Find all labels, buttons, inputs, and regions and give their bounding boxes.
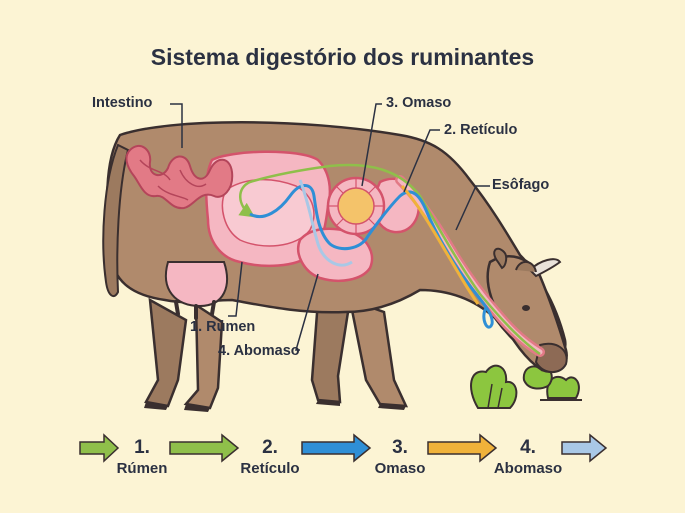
label-intestine: Intestino xyxy=(92,95,153,111)
plant-left xyxy=(470,364,518,409)
cow-tail xyxy=(102,143,130,298)
diagram-title: Sistema digestório dos ruminantes xyxy=(150,44,535,70)
step-arrow-1 xyxy=(79,433,120,463)
step-3-name: Omaso xyxy=(374,460,426,477)
cow-legs xyxy=(144,297,409,412)
plant-right xyxy=(522,365,582,401)
label-reticulum: 2. Retículo xyxy=(444,122,518,138)
step-3-number: 3. xyxy=(392,437,408,458)
step-2-name: Retículo xyxy=(240,460,300,477)
flow-path-orange xyxy=(400,185,480,305)
step-arrow-2 xyxy=(169,433,240,463)
step-arrows xyxy=(79,433,608,463)
label-esophagus: Esôfago xyxy=(492,177,550,193)
abomasum-organ xyxy=(297,227,374,282)
step-1-name: Rúmen xyxy=(116,460,168,477)
step-4-number: 4. xyxy=(520,437,536,458)
label-omasum: 3. Omaso xyxy=(386,95,452,111)
step-2-number: 2. xyxy=(262,437,278,458)
step-4-name: Abomaso xyxy=(493,460,563,477)
omasum-organ xyxy=(326,176,386,236)
step-1-number: 1. xyxy=(134,437,150,458)
flow-path-green xyxy=(238,163,541,356)
step-arrow-4 xyxy=(427,433,498,463)
label-rumen: 1. Rúmen xyxy=(190,319,256,335)
step-arrow-final xyxy=(561,433,608,463)
leader-lines xyxy=(170,103,490,351)
flow-path-lightblue xyxy=(298,179,353,267)
flow-path-blue xyxy=(249,184,494,329)
label-abomasum: 4. Abomaso xyxy=(218,343,300,359)
cow-udder xyxy=(165,261,228,308)
step-arrow-3 xyxy=(301,433,372,463)
intestine-organ xyxy=(125,144,234,210)
